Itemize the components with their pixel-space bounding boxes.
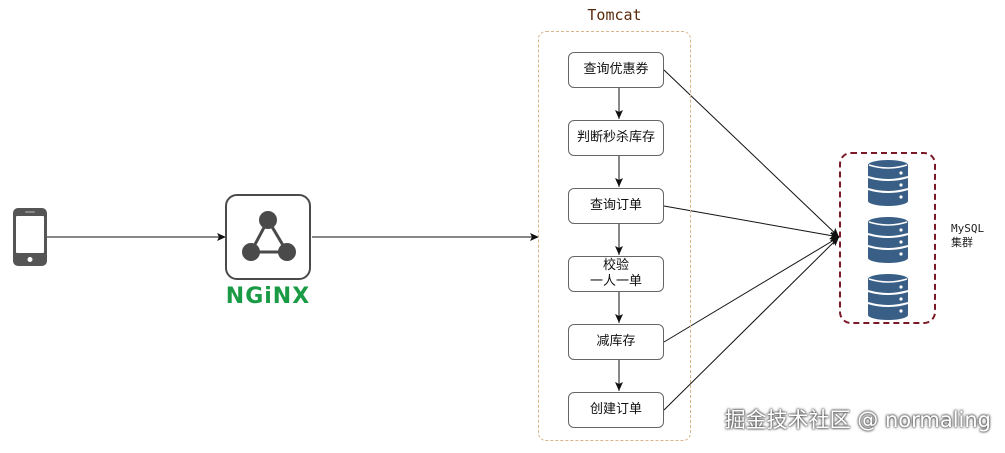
nginx-logo-icon <box>241 210 296 261</box>
step-reduce-stock: 减库存 <box>568 324 664 360</box>
step-query-order: 查询订单 <box>568 188 664 224</box>
mysql-cluster <box>839 152 936 324</box>
query-order-to-db-arrow <box>663 205 840 240</box>
create-order-to-db-arrow <box>663 236 840 411</box>
watermark: 掘金技术社区 @ normaling <box>724 408 991 432</box>
database-icon <box>867 160 909 206</box>
reduce-stock-to-db-arrow <box>663 236 840 343</box>
step-verify-one-per-user: 校验 一人一单 <box>568 256 664 292</box>
nginx-label: NGiNX <box>225 284 311 309</box>
mobile-phone-icon <box>13 208 47 266</box>
step-query-coupon: 查询优惠券 <box>568 52 664 88</box>
tomcat-title: Tomcat <box>587 6 642 24</box>
tomcat-container <box>538 31 691 441</box>
step-create-order: 创建订单 <box>568 392 664 428</box>
database-icon <box>867 217 909 263</box>
step-check-seckill-stock: 判断秒杀库存 <box>568 120 664 156</box>
query-coupon-to-db-arrow <box>663 69 840 238</box>
nginx-node <box>225 194 311 280</box>
mysql-cluster-label: MySQL 集群 <box>951 222 985 249</box>
database-icon <box>867 274 909 320</box>
